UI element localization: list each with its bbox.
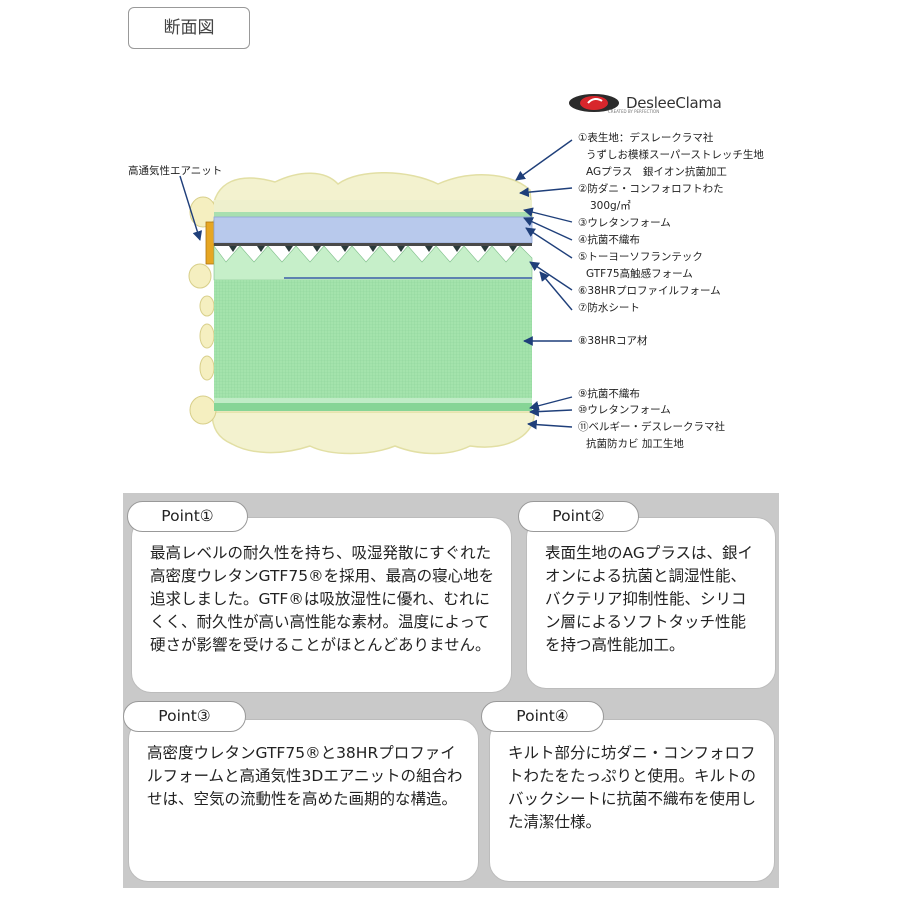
side-roll-mid [188,263,212,289]
point-2-tab: Point② [518,501,639,532]
brand-tagline: CREATED BY PERFECTION [608,109,660,114]
layer-quilt-fill [214,200,532,214]
air-knit-strip [205,221,215,265]
label-11a: ⑪ベルギー・デスレークラマ社 [578,421,725,433]
layer-green-band-top [214,212,532,217]
point-4-tab: Point④ [481,701,604,732]
label-3: ③ウレタンフォーム [578,217,671,229]
layer-nonwoven [214,243,532,246]
section-title: 断面図 [128,7,250,49]
point-4-box: キルト部分に坊ダニ・コンフォロフトわたをたっぷりと使用。キルトのバックシートに抗… [489,719,775,882]
label-5a: ⑤トーヨーソフランテック [578,251,703,263]
point-1-tab: Point① [127,501,248,532]
brand-name: DesleeClama [626,94,722,112]
label-8: ⑧38HRコア材 [578,335,648,347]
label-2b: 300g/㎡ [590,200,631,212]
label-11b: 抗菌防カビ 加工生地 [586,438,684,450]
point-3-box: 高密度ウレタンGTF75®と38HRプロファイルフォームと高通気性3Dエアニット… [128,719,479,882]
label-air-knit: 高通気性エアニット [128,165,223,177]
point-2-box: 表面生地のAGプラスは、銀イオンによる抗菌と調湿性能、バクテリア抑制性能、シリコ… [526,517,776,689]
label-1a: ①表生地：デスレークラマ社 [578,132,714,144]
layer-core [214,280,532,398]
label-4: ④抗菌不織布 [578,234,640,246]
point-4-text: キルト部分に坊ダニ・コンフォロフトわたをたっぷりと使用。キルトのバックシートに抗… [508,744,757,831]
point-3-tab: Point③ [123,701,246,732]
layer-urethane-bottom [214,403,532,411]
point-3-text: 高密度ウレタンGTF75®と38HRプロファイルフォームと高通気性3Dエアニット… [147,744,463,808]
label-1b: うずしお模様スーパーストレッチ生地 [586,149,764,161]
label-2a: ②防ダニ・コンフォロフトわた [578,183,724,195]
layer-urethane-blue [213,216,533,244]
side-roll-bottom [189,395,217,425]
label-5b: GTF75高触感フォーム [586,268,693,280]
brand-logo: DesleeClama [568,90,722,116]
point-1-box: 最高レベルの耐久性を持ち、吸湿発散にすぐれた高密度ウレタンGTF75®を採用、最… [131,517,512,693]
label-7: ⑦防水シート [578,302,640,314]
layer-nonwoven-bottom [214,398,532,403]
label-1c: AGプラス 銀イオン抗菌加工 [586,166,727,178]
layer-profile-peaks [213,245,533,281]
quilt-bottom [211,411,535,455]
mattress-cross-section [179,139,573,455]
label-10: ⑩ウレタンフォーム [578,404,671,416]
point-2-text: 表面生地のAGプラスは、銀イオンによる抗菌と調湿性能、バクテリア抑制性能、シリコ… [545,544,754,654]
label-6: ⑥38HRプロファイルフォーム [578,285,721,297]
label-9: ⑨抗菌不織布 [578,388,640,400]
brand-mark-icon [569,94,619,112]
point-1-text: 最高レベルの耐久性を持ち、吸湿発散にすぐれた高密度ウレタンGTF75®を採用、最… [150,544,495,654]
